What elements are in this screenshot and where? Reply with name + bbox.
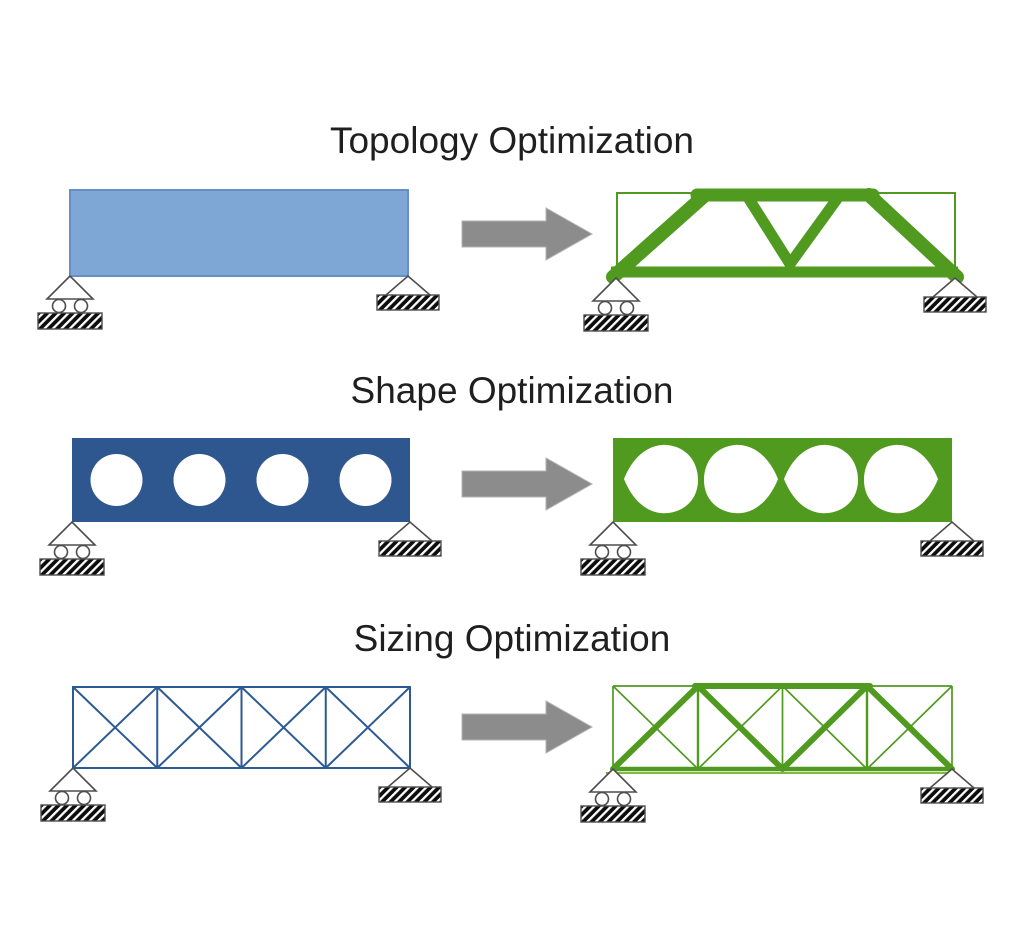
right-arrow-icon [461,457,593,511]
roller-support-icon [37,275,103,330]
sizing-after-structure [580,683,984,823]
circular-holes [90,454,392,506]
section-title-shape: Shape Optimization [350,370,674,411]
pinned-support-icon [923,277,987,313]
right-arrow-icon [461,700,593,754]
topology-before-structure [37,189,440,330]
roller-support-icon [39,521,105,576]
shape-before-structure [39,438,442,576]
shape-after-structure [580,438,984,576]
pinned-support-icon [376,275,440,311]
roller-support-icon [40,767,106,822]
section-title-topology: Topology Optimization [329,120,695,161]
roller-support-icon [580,768,646,823]
pinned-support-icon [378,767,442,803]
solid-design-domain [69,189,409,277]
right-arrow-icon [461,207,593,261]
pinned-support-icon [920,521,984,557]
pinned-support-icon [378,521,442,557]
roller-support-icon [580,521,646,576]
pinned-support-icon [920,768,984,804]
uniform-truss-members [72,686,411,769]
shape-optimized-holes [624,444,938,514]
size-optimized-truss-members [610,683,955,772]
section-title-sizing: Sizing Optimization [353,618,671,659]
topology-after-structure [583,188,987,332]
optimized-truss-members [606,188,964,284]
sizing-before-structure [40,686,442,822]
roller-support-icon [583,277,649,332]
